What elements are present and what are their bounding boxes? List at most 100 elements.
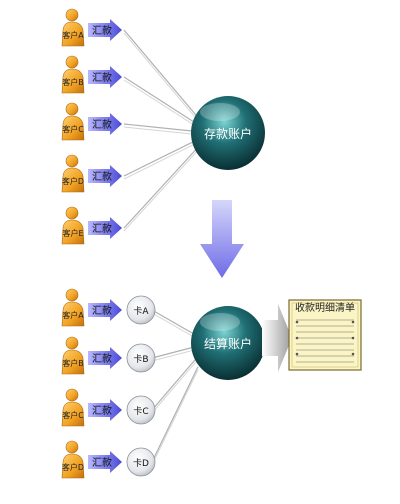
remit-label: 汇款 — [92, 24, 112, 37]
statement-dot — [295, 336, 299, 340]
statement-dot — [295, 320, 299, 324]
card-icon — [126, 343, 156, 373]
customer-icon: 客户B — [61, 336, 85, 375]
hub-highlight — [200, 313, 240, 331]
customer-icon: 客户E — [61, 206, 85, 245]
arrow-right-icon — [88, 19, 122, 41]
card-label: 卡C — [133, 405, 148, 417]
statement-lines — [295, 319, 355, 363]
remit-arrow: 汇款 — [88, 66, 122, 88]
remit-label: 汇款 — [92, 71, 112, 84]
person-body-icon — [61, 68, 85, 94]
statement-paper — [288, 299, 362, 371]
card-node: 卡D — [126, 447, 156, 477]
arrow-right-icon — [88, 165, 122, 187]
hub-highlight — [200, 103, 240, 121]
person-head-icon — [65, 8, 79, 22]
remit-arrow: 汇款 — [88, 299, 122, 321]
customer-label: 客户A — [62, 310, 84, 320]
remit-label: 汇款 — [92, 118, 112, 131]
statement-dot — [351, 320, 355, 324]
person-body-icon — [61, 453, 85, 479]
statement-dot — [351, 352, 355, 356]
connection-line-shadow — [151, 359, 199, 414]
person-head-icon — [65, 388, 79, 402]
arrow-right-icon — [88, 347, 122, 369]
connection-line — [151, 366, 199, 463]
connection-line — [151, 345, 199, 359]
deposit-account-label: 存款账户 — [204, 126, 252, 141]
customer-icon: 客户D — [61, 440, 85, 479]
person-head-icon — [65, 154, 79, 168]
customer-label: 客户C — [62, 410, 84, 420]
top-connection-lines — [123, 29, 199, 232]
flow-down-arrow — [200, 200, 244, 278]
customer-icon: 客户C — [61, 102, 85, 141]
connection-line-shadow — [151, 369, 199, 466]
connection-line-shadow — [151, 312, 199, 340]
card-icon — [126, 447, 156, 477]
arrow-right-icon — [88, 217, 122, 239]
deposit-account-circle — [191, 96, 265, 170]
deposit-account-hub: 存款账户 — [191, 96, 265, 170]
person-body-icon — [61, 401, 85, 427]
connection-line-shadow — [123, 32, 199, 121]
remit-label: 汇款 — [92, 352, 112, 365]
card-icon — [126, 295, 156, 325]
person-body-icon — [61, 21, 85, 47]
remit-arrow: 汇款 — [88, 217, 122, 239]
customer-icon: 客户A — [61, 288, 85, 327]
remit-label: 汇款 — [92, 170, 112, 183]
arrow-right-icon — [88, 66, 122, 88]
connection-line-shadow — [123, 142, 199, 180]
customer-icon: 客户B — [61, 55, 85, 94]
remit-label: 汇款 — [92, 304, 112, 317]
connection-line — [123, 146, 199, 229]
person-body-icon — [61, 115, 85, 141]
arrow-right-icon — [88, 299, 122, 321]
card-label: 卡A — [133, 305, 149, 317]
remit-label: 汇款 — [92, 456, 112, 469]
remit-arrow: 汇款 — [88, 347, 122, 369]
connection-line — [151, 309, 199, 337]
customer-label: 客户E — [62, 228, 83, 238]
customer-label: 客户D — [62, 176, 84, 186]
person-head-icon — [65, 102, 79, 116]
person-head-icon — [65, 336, 79, 350]
person-body-icon — [61, 301, 85, 327]
connection-line-shadow — [123, 126, 199, 136]
card-node: 卡A — [126, 295, 156, 325]
customer-label: 客户C — [62, 124, 84, 134]
person-head-icon — [65, 440, 79, 454]
remit-label: 汇款 — [92, 404, 112, 417]
person-body-icon — [61, 167, 85, 193]
statement-dot — [351, 336, 355, 340]
statement-document: 收款明细清单 — [288, 299, 362, 371]
settlement-account-hub: 结算账户 — [191, 306, 265, 380]
arrow-right-icon — [88, 113, 122, 135]
person-head-icon — [65, 288, 79, 302]
connection-line-shadow — [123, 79, 199, 129]
arrow-right-icon — [88, 451, 122, 473]
customer-icon: 客户A — [61, 8, 85, 47]
remit-arrow: 汇款 — [88, 451, 122, 473]
card-label: 卡D — [133, 457, 149, 469]
customer-label: 客户A — [62, 30, 84, 40]
remit-arrow: 汇款 — [88, 113, 122, 135]
customer-label: 客户B — [62, 358, 84, 368]
connection-line-shadow — [123, 149, 199, 232]
remit-arrow: 汇款 — [88, 165, 122, 187]
connection-line — [123, 29, 199, 118]
card-node: 卡B — [126, 343, 156, 373]
remit-label: 汇款 — [92, 222, 112, 235]
person-body-icon — [61, 349, 85, 375]
person-head-icon — [65, 206, 79, 220]
connection-line-shadow — [151, 348, 199, 362]
statement-inner-border — [291, 302, 359, 368]
to-statement-arrow — [262, 304, 292, 372]
card-node: 卡C — [126, 395, 156, 425]
person-body-icon — [61, 219, 85, 245]
